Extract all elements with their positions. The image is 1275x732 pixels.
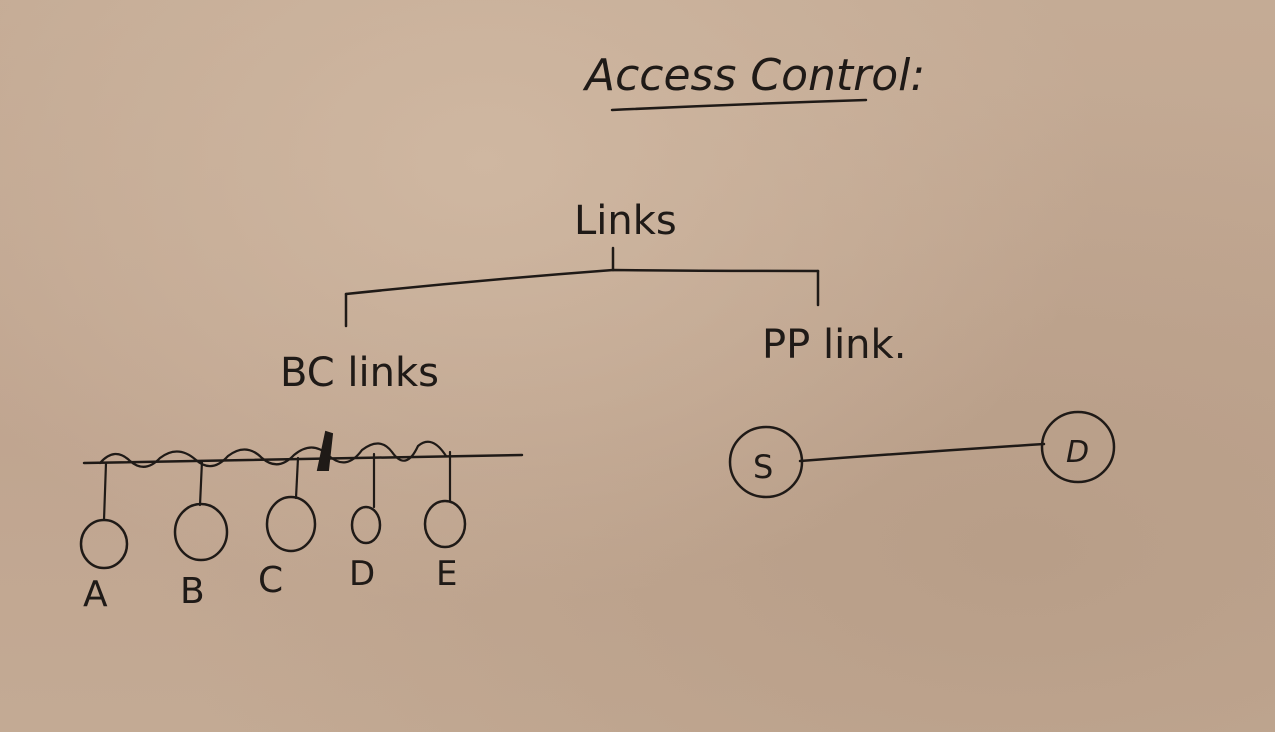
station-c-drop [294,456,300,500]
station-d-label: D [349,554,375,594]
destination-node [1040,410,1116,484]
diagram-title: Access Control: [582,50,925,101]
branch-label-bc: BC links [280,350,439,396]
broadcast-signal-wave [98,440,448,468]
station-a-drop [102,461,108,522]
source-label: S [753,448,773,486]
station-c: C [258,456,317,601]
broadcast-bus-line [82,453,524,465]
root-label: Links [574,198,677,244]
station-d-node [350,505,382,545]
station-c-label: C [258,560,283,601]
source-node [728,425,804,499]
collision-mark [316,430,334,471]
link-line [798,442,1046,463]
station-a-node [79,518,129,570]
station-a-label: A [83,574,108,615]
station-b-drop [198,459,204,507]
station-a: A [79,461,129,615]
station-e-node [423,499,467,549]
station-b: B [173,459,229,612]
station-b-node [173,502,229,562]
title-underline [610,98,868,112]
branch-label-pp: PP link. [762,322,906,368]
station-c-node [265,495,317,553]
station-d: D [349,452,382,594]
tree-crossbar [344,268,820,296]
station-e: E [423,450,467,594]
point-to-point-link: S D [728,410,1116,499]
destination-label: D [1066,435,1089,470]
station-e-label: E [436,554,457,594]
station-b-label: B [180,571,205,612]
